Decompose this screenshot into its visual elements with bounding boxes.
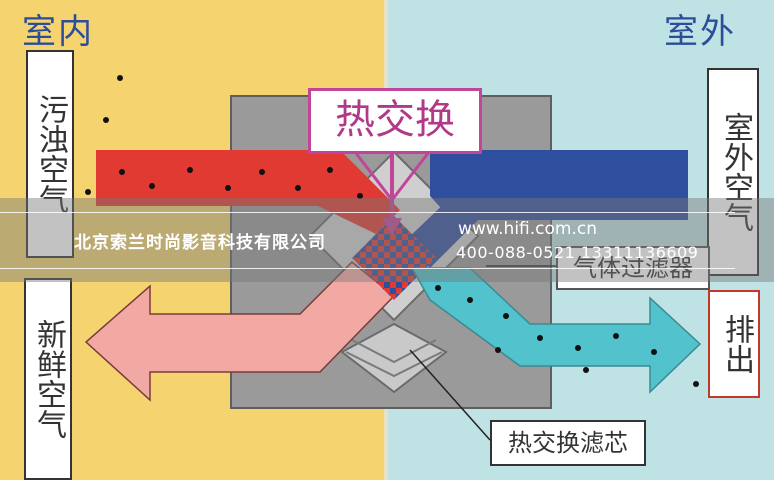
watermark-company: 北京索兰时尚影音科技有限公司 bbox=[74, 233, 326, 253]
outdoor-air-label: 室外空气 bbox=[707, 68, 759, 276]
core-filter-leader bbox=[409, 349, 491, 441]
core-filter-fins bbox=[340, 322, 448, 394]
heat-exchange-zone bbox=[352, 216, 436, 300]
exhaust-label: 排出 bbox=[708, 290, 760, 398]
indoor-title: 室内 bbox=[22, 12, 94, 52]
exhaust-flow bbox=[410, 267, 702, 394]
fresh-air-flow bbox=[84, 260, 396, 402]
fresh-air-label: 新鲜空气 bbox=[24, 278, 72, 480]
watermark-rule-bottom bbox=[0, 268, 735, 269]
watermark-rule-top bbox=[0, 212, 735, 213]
dirty-air-particles bbox=[85, 75, 363, 199]
watermark-phones: 400-088-0521 13311136609 bbox=[456, 243, 699, 262]
core-filter-label: 热交换滤芯 bbox=[490, 420, 646, 466]
heat-exchange-label: 热交换 bbox=[308, 88, 482, 154]
watermark-website: www.hifi.com.cn bbox=[458, 219, 597, 239]
dirty-air-flow bbox=[96, 150, 400, 234]
dirty-air-label: 污浊空气 bbox=[26, 50, 74, 258]
outdoor-title: 室外 bbox=[664, 12, 736, 52]
exhaust-particles bbox=[435, 285, 699, 387]
